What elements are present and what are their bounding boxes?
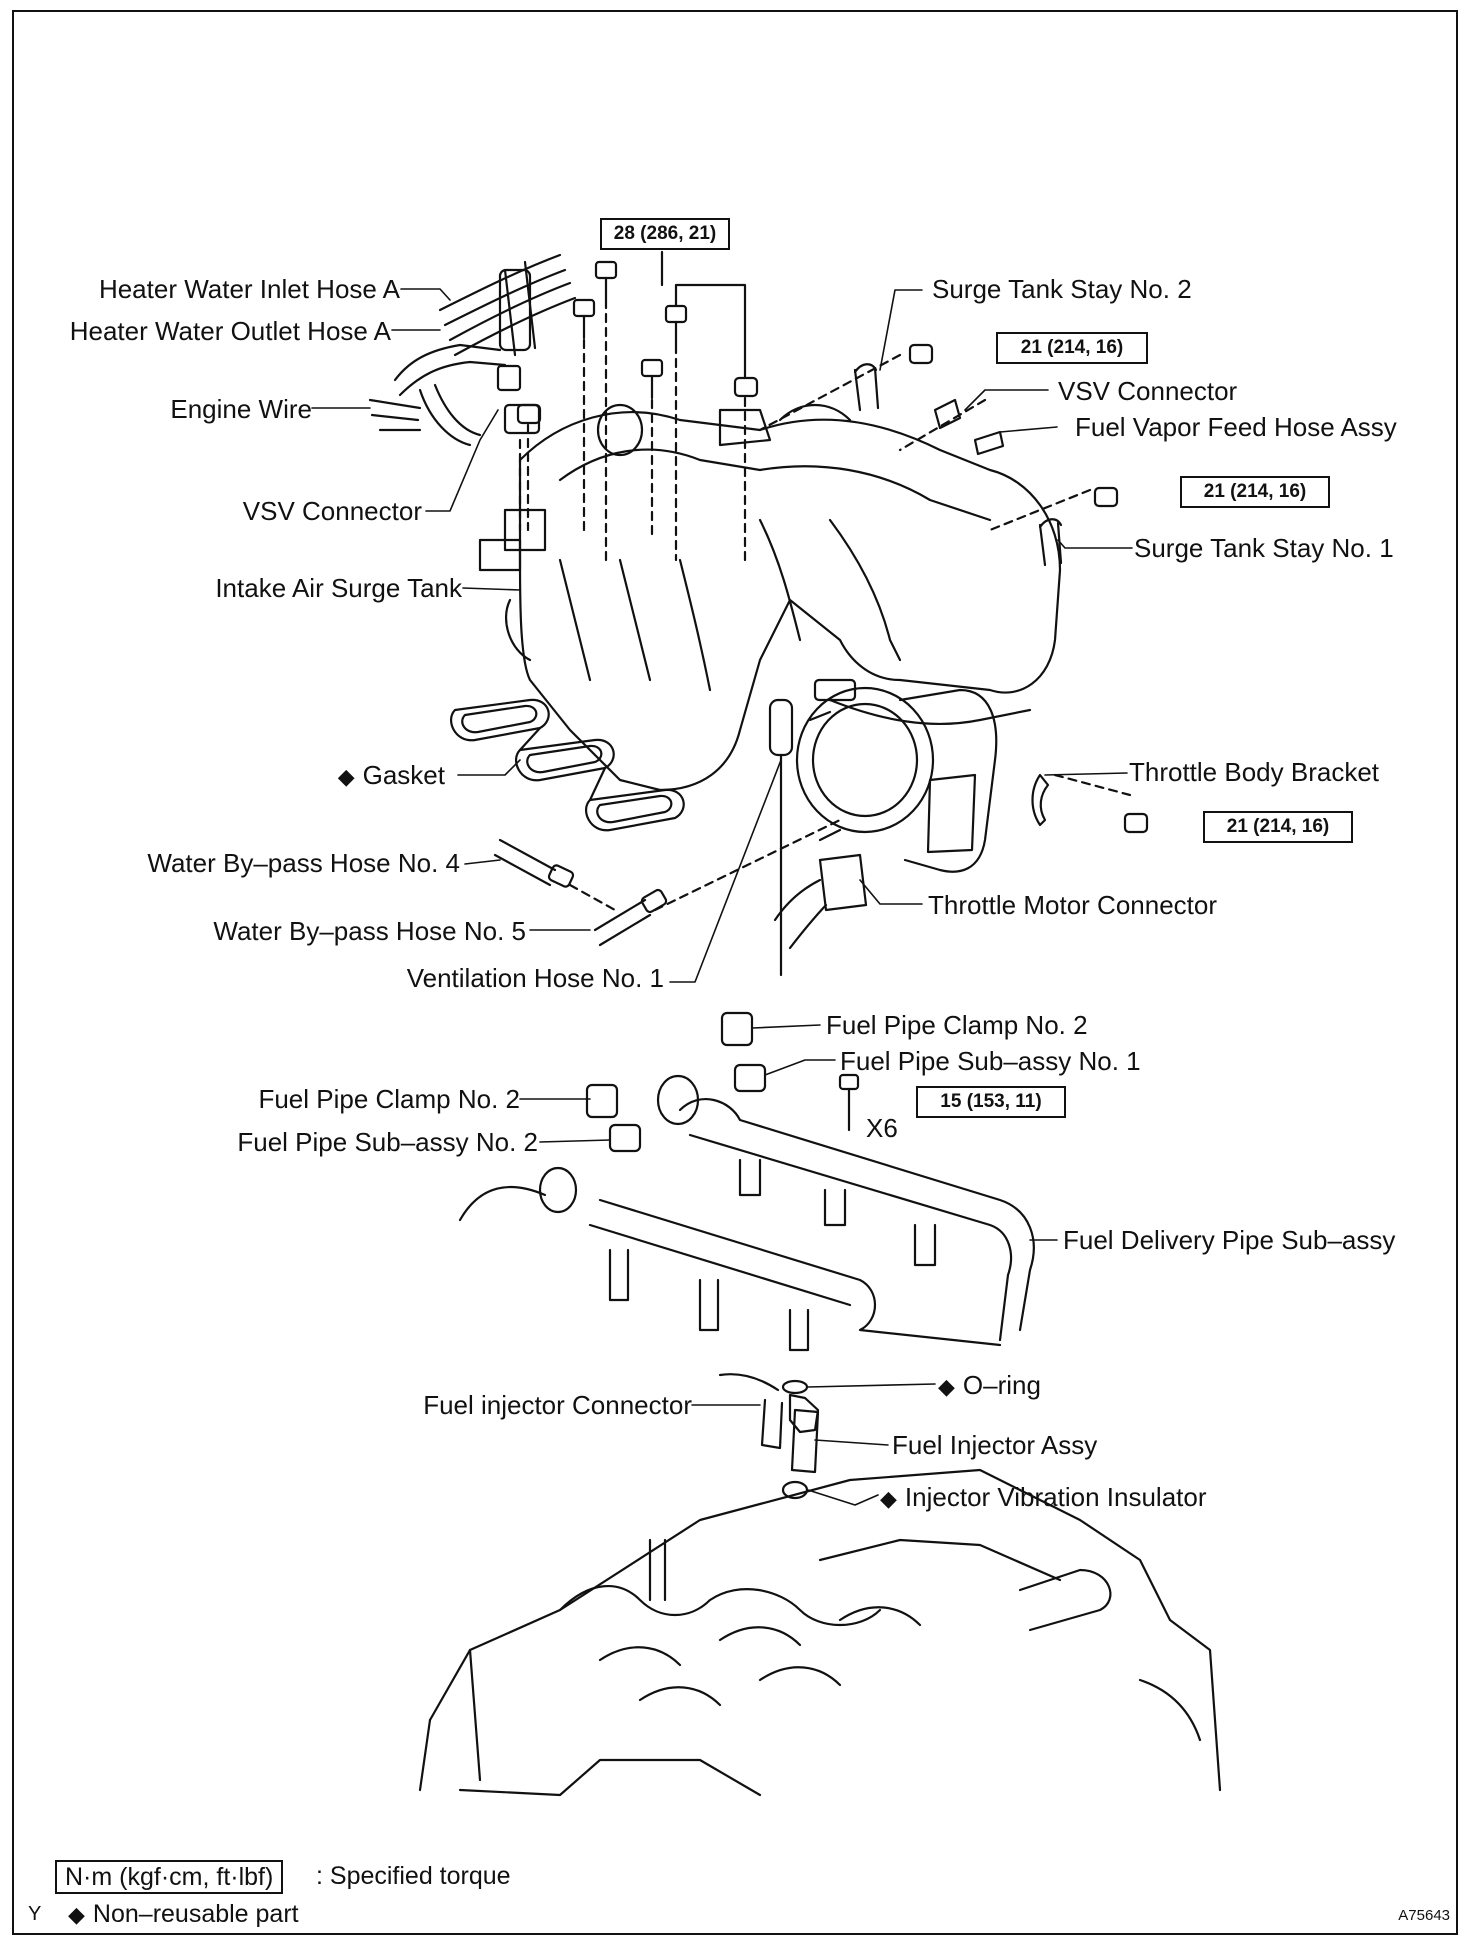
label-water-bypass-5: Water By–pass Hose No. 5 [213,916,526,946]
label-heater-outlet-hose: Heater Water Outlet Hose A [69,316,391,346]
label-heater-inlet-hose: Heater Water Inlet Hose A [98,274,400,304]
engine-wire-drawing [368,343,522,447]
heater-hoses-drawing [438,253,577,357]
label-vsv-connector-right: VSV Connector [1058,376,1238,406]
label-fuel-clamp-2-right: Fuel Pipe Clamp No. 2 [826,1010,1088,1040]
label-injector-connector: Fuel injector Connector [423,1390,692,1420]
label-ventilation-hose: Ventilation Hose No. 1 [406,963,664,993]
label-throttle-motor-connector: Throttle Motor Connector [928,890,1218,920]
label-water-bypass-4: Water By–pass Hose No. 4 [147,848,460,878]
figure-code: A75643 [1398,1907,1450,1924]
label-fuel-pipe-2: Fuel Pipe Sub–assy No. 2 [237,1127,538,1157]
diamond-icon: ◆ [880,1486,897,1511]
fuel-delivery-pipe-drawing [458,1074,1035,1352]
diamond-icon: ◆ [68,1902,85,1927]
corner-letter: Y [28,1903,42,1925]
label-injector-insulator-text: Injector Vibration Insulator [904,1482,1207,1512]
gasket-drawing [449,698,685,832]
label-x6: X6 [866,1113,898,1143]
label-fuel-clamp-2-left: Fuel Pipe Clamp No. 2 [258,1084,520,1114]
label-fuel-pipe-1: Fuel Pipe Sub–assy No. 1 [840,1046,1141,1076]
label-surge-stay-2: Surge Tank Stay No. 2 [932,274,1192,304]
legend-nonreusable-text: Non–reusable part [92,1900,299,1928]
label-vsv-connector-left: VSV Connector [242,496,422,526]
legend-nonreusable: ◆ Non–reusable part [68,1900,299,1929]
torque-box-top: 28 (286, 21) [600,218,730,250]
label-fuel-delivery-pipe: Fuel Delivery Pipe Sub–assy [1063,1225,1396,1255]
label-gasket: ◆ Gasket [338,760,445,792]
cylinder-head-drawing [418,1468,1222,1797]
legend-torque-desc: : Specified torque [316,1862,511,1890]
diamond-icon: ◆ [337,764,355,789]
throttle-motor-connector-drawing [773,853,868,950]
diagram-frame [12,10,1458,1935]
label-o-ring-text: O–ring [962,1370,1041,1400]
label-fuel-vapor-hose: Fuel Vapor Feed Hose Assy [1075,412,1397,442]
label-intake-surge-tank: Intake Air Surge Tank [215,573,462,603]
leader-lines [311,288,1133,1506]
label-injector-assy: Fuel Injector Assy [892,1430,1098,1460]
label-throttle-bracket: Throttle Body Bracket [1129,757,1379,787]
label-gasket-text: Gasket [362,760,445,790]
label-surge-stay-1: Surge Tank Stay No. 1 [1134,533,1394,563]
throttle-body-drawing [795,678,998,873]
torque-box-throttle: 21 (214, 16) [1203,811,1353,843]
water-bypass-hoses-drawing [493,818,842,947]
torque-box-stay1: 21 (214, 16) [1180,476,1330,508]
torque-box-stay2: 21 (214, 16) [996,332,1148,364]
top-bolts-drawing [516,260,759,425]
diamond-icon: ◆ [938,1374,955,1399]
label-engine-wire: Engine Wire [170,394,312,424]
label-o-ring: ◆ O–ring [938,1370,1041,1402]
torque-box-delivery-bolt: 15 (153, 11) [916,1086,1066,1118]
label-injector-insulator: ◆ Injector Vibration Insulator [880,1482,1207,1514]
legend-torque-unit: N·m (kgf·cm, ft·lbf) [55,1860,284,1894]
